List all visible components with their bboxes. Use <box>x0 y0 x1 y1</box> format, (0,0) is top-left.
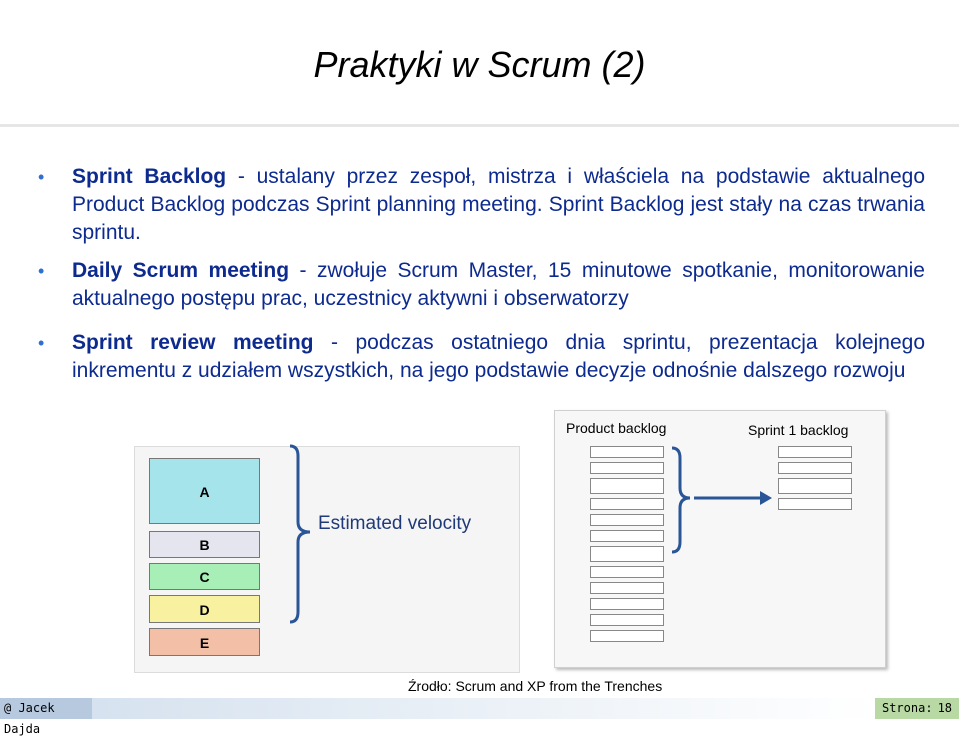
bullet-list: • Sprint Backlog - ustalany przez zespoł,… <box>38 163 925 385</box>
selection-brace-icon <box>671 446 772 554</box>
backlog-row <box>590 582 664 594</box>
backlog-row <box>590 446 664 458</box>
backlog-block-b: B <box>149 531 260 558</box>
bullet-term: Sprint review meeting <box>72 331 314 354</box>
bullet-icon: • <box>38 333 45 353</box>
footer-author: @ Jacek Dajda <box>0 698 92 736</box>
backlog-row <box>778 462 852 474</box>
backlog-row <box>590 498 664 510</box>
bullet-text: - ustalany przez zespoł, mistrza i właśc… <box>72 165 925 244</box>
backlog-row <box>590 598 664 610</box>
bullet-text: - zwołuje Scrum Master, 15 minutowe spot… <box>72 259 925 310</box>
velocity-label: Estimated velocity <box>318 513 472 534</box>
backlog-row <box>590 530 664 542</box>
title-divider <box>0 124 959 127</box>
bullet-sprint-backlog: • Sprint Backlog - ustalany przez zespoł,… <box>38 163 925 247</box>
bullet-text: - podczas ostatniego dnia sprintu, preze… <box>72 331 925 382</box>
backlog-row <box>590 462 664 474</box>
backlog-row <box>778 478 852 494</box>
bullet-icon: • <box>38 167 45 187</box>
backlog-row <box>590 478 664 494</box>
backlog-row <box>778 446 852 458</box>
bullet-daily-scrum: • Daily Scrum meeting - zwołuje Scrum Mas… <box>38 257 925 313</box>
backlog-row <box>590 614 664 626</box>
bullet-icon: • <box>38 261 45 281</box>
velocity-brace-icon <box>289 444 311 624</box>
footer-bar <box>92 698 875 719</box>
backlog-block-d: D <box>149 595 260 623</box>
product-backlog-title: Product backlog <box>566 420 667 436</box>
image-source: Źrodło: Scrum and XP from the Trenches <box>408 678 663 694</box>
bullet-term: Sprint Backlog <box>72 165 227 188</box>
backlog-block-a: A <box>149 458 260 524</box>
sprint-backlog-title: Sprint 1 backlog <box>748 422 849 438</box>
backlog-row <box>590 546 664 562</box>
slide-title: Praktyki w Scrum (2) <box>313 44 646 85</box>
bullet-sprint-review: • Sprint review meeting - podczas ostatni… <box>38 329 925 385</box>
page-label: Strona: <box>881 701 933 715</box>
backlog-row <box>778 498 852 510</box>
footer-page: Strona: 18 <box>875 698 959 719</box>
backlog-row <box>590 514 664 526</box>
backlog-block-e: E <box>149 628 260 656</box>
backlog-block-c: C <box>149 563 260 590</box>
page-number: 18 <box>937 701 953 715</box>
backlog-row <box>590 566 664 578</box>
backlog-row <box>590 630 664 642</box>
bullet-term: Daily Scrum meeting <box>72 259 290 282</box>
